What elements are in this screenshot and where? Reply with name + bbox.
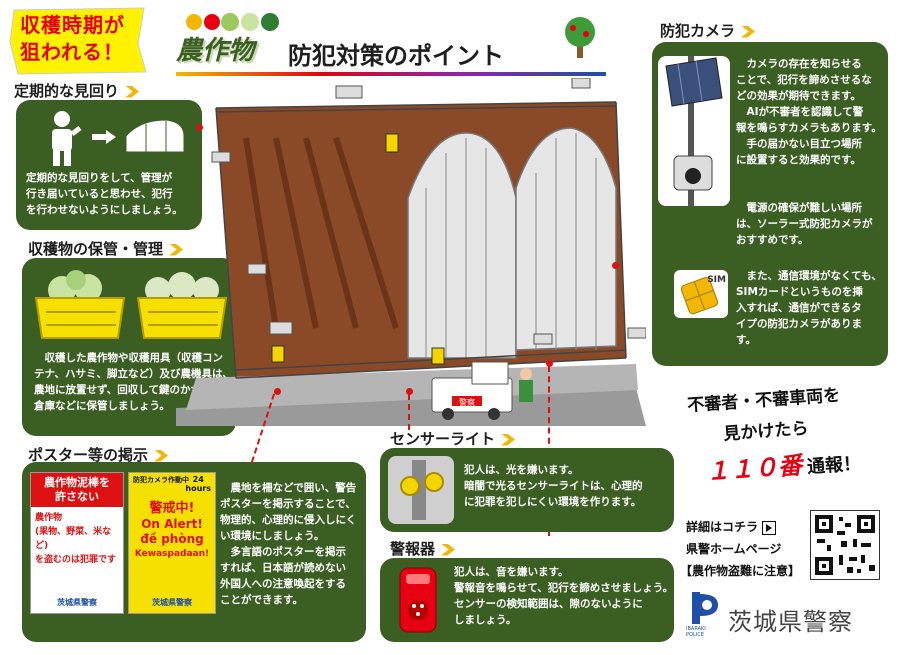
pointer-dot [406, 388, 413, 395]
police-name: 茨城県警察 [728, 608, 853, 636]
solar-camera-image [658, 56, 730, 206]
patrol-person-icon [42, 110, 82, 166]
sensor-text: 犯人は、光を嫌います。 暗闇で光るセンサーライトは、心理的 に犯罪を犯しにくい環… [464, 464, 643, 508]
pointer-dot [546, 360, 553, 367]
sensor-light-image [388, 456, 454, 524]
report-callout: 不審者・不審車両を 見かけたら １１０番 通報！ [686, 385, 862, 486]
page-title: 防犯対策のポイント [288, 42, 504, 70]
section-heading-camera: 防犯カメラ [660, 20, 756, 41]
pointer-dot [612, 262, 619, 269]
section-heading-patrol: 定期的な見回り [14, 80, 140, 101]
storage-panel: 収穫した農作物や収穫用具（収穫コン テナ、ハサミ、脚立など）及び農機具は、 農地… [22, 258, 236, 436]
greenhouse-icon [122, 118, 188, 154]
camera-text-1: カメラの存在を知らせる ことで、犯行を諦めさせるな どの効果が期待できます。 A… [736, 58, 882, 166]
sim-card-icon: SIM [674, 270, 728, 318]
camera-text-3: また、通信環境がなくても、 SIMカードというものを挿 入すれば、通信ができるタ… [736, 270, 882, 346]
harvest-crate-icon [134, 270, 230, 340]
harvest-crate-icon [32, 270, 128, 340]
details-link[interactable]: 詳細はコチラ [686, 518, 777, 535]
police-emblem-icon: IBARAKI POLICE [686, 590, 722, 640]
poster-panel: 農作物泥棒を 許さない 農作物 (果物、野菜、米など) を盗むのは犯罪です 茨城… [22, 462, 366, 642]
storage-text: 収穫した農作物や収穫用具（収穫コン テナ、ハサミ、脚立など）及び農機具は、 農地… [34, 352, 233, 412]
camera-text-2: 電源の確保が難しい場所 は、ソーラー式防犯カメラが おすすめです。 [736, 202, 873, 246]
fruit-decoration [186, 10, 336, 32]
title-underline [176, 72, 606, 76]
poster-multilingual: 防犯カメラ作動中 24 hours 警戒中! On Alert! đề phòn… [128, 472, 216, 614]
emergency-number: １１０番 [705, 451, 803, 486]
details-topic: 【農作物盗難に注意】 [680, 564, 801, 578]
patrol-panel: 定期的な見回りをして、管理が 行き届いていると思わせ、犯行 を行わせないようにし… [16, 100, 202, 230]
title-badge: 収穫時期が 狙われる！ [8, 6, 148, 76]
play-icon [762, 520, 777, 535]
arrow-right-icon [92, 130, 116, 144]
pointer-dot [274, 388, 281, 395]
poster-text: 農地を柵などで囲い、警告 ポスターを掲示することで、 物理的、心理的に侵入しにく… [220, 482, 357, 606]
section-heading-storage: 収穫物の保管・管理 [28, 238, 184, 259]
patrol-text: 定期的な見回りをして、管理が 行き届いていると思わせ、犯行 を行わせないようにし… [26, 172, 183, 216]
section-heading-sensor: センサーライト [390, 428, 516, 449]
sensor-panel: 犯人は、光を嫌います。 暗闇で光るセンサーライトは、心理的 に犯罪を犯しにくい環… [380, 448, 674, 532]
pointer-dot [196, 124, 203, 131]
section-heading-poster: ポスター等の掲示 [28, 444, 169, 465]
truck-sign-text: 警察 [459, 397, 475, 407]
alarm-panel: 犯人は、音を嫌います。 警報音を鳴らせて、犯行を諦めさせましょう。 センサーの検… [380, 558, 674, 642]
leader-line [408, 394, 410, 430]
tree-icon [560, 14, 600, 60]
farm-illustration: 警察 [176, 77, 647, 426]
alarm-device-icon [396, 566, 440, 634]
camera-panel: カメラの存在を知らせる ことで、犯行を諦めさせるな どの効果が期待できます。 A… [652, 42, 888, 366]
alarm-text: 犯人は、音を嫌います。 警報音を鳴らせて、犯行を諦めさせましょう。 センサーの検… [454, 566, 674, 626]
qr-code[interactable] [810, 510, 880, 580]
section-heading-alarm: 警報器 [390, 538, 456, 559]
details-homepage: 県警ホームページ [686, 542, 782, 556]
title-prefix: 農作物 [176, 36, 255, 66]
poster-antitheft: 農作物泥棒を 許さない 農作物 (果物、野菜、米など) を盗むのは犯罪です 茨城… [30, 472, 124, 614]
